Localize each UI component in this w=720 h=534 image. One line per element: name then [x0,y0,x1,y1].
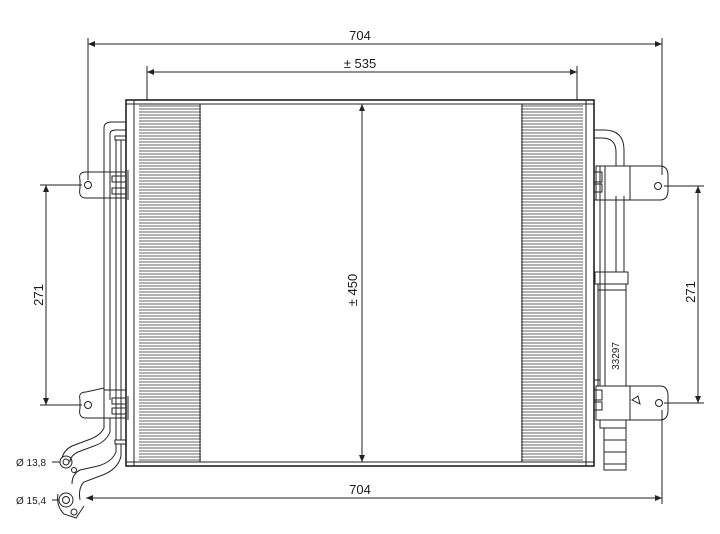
fin-block-right [521,105,583,461]
right-top-mount-hole [654,182,662,190]
left-bottom-mount-hole [84,401,92,409]
pipe-diameter-1-label: Ø 13,8 [16,458,46,469]
right-side-tank [594,129,625,386]
right-top-mount-bracket [593,165,669,201]
right-bottom-mount-bracket [593,385,669,421]
left-side-tank [103,121,127,445]
dimension-core-height: ± 450 [345,104,365,462]
dimension-right-mount-spacing: 271 [664,185,704,404]
left-top-mount-bracket [79,170,129,200]
right-bottom-mount-hole [655,399,663,407]
pipe-diameter-labels: Ø 13,8 Ø 15,4 [16,458,60,507]
overall-width-bottom-label: 704 [349,482,371,497]
pipe-diameter-2-label: Ø 15,4 [16,496,46,507]
left-mount-spacing-label: 271 [31,284,46,306]
overall-width-top-label: 704 [349,28,371,43]
dimension-left-mount-spacing: 271 [31,184,82,406]
dimension-overall-width-top: 704 [87,28,663,180]
right-mount-spacing-label: 271 [683,281,698,303]
pipe-outlet-large [58,492,74,508]
condenser-core [125,99,595,467]
dimension-core-width: ± 535 [146,56,578,100]
left-top-mount-hole [84,181,92,189]
part-number-label: 33297 [611,342,622,370]
core-width-label: ± 535 [344,56,376,71]
left-pipe-outlets [57,418,122,519]
dimension-overall-width-bottom: 704 [86,410,663,504]
right-pipe-stub [599,419,627,471]
fin-block-left [139,105,201,461]
core-height-label: ± 450 [345,274,360,306]
